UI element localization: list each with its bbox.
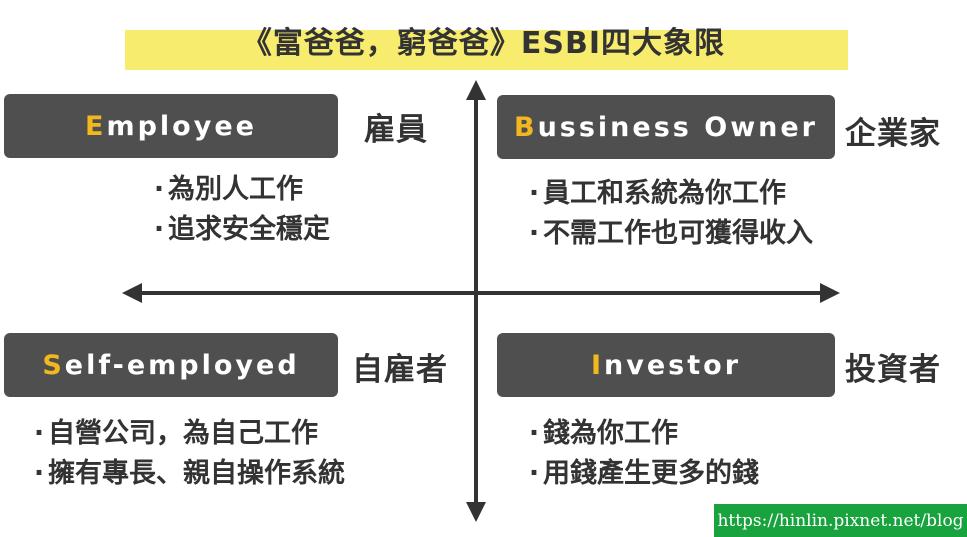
bullet-item: ·追求安全穩定 [153, 214, 330, 245]
employee-bullets: ·為別人工作 ·追求安全穩定 [150, 170, 330, 250]
self-employed-bullets: ·自營公司，為自己工作 ·擁有專長、親自操作系統 [30, 414, 345, 494]
vertical-axis-arrow-bottom [466, 502, 486, 522]
employee-chinese: 雇員 [364, 112, 428, 148]
horizontal-axis-arrow-right [820, 283, 840, 303]
bullet-item: ·不需工作也可獲得收入 [528, 218, 813, 249]
title-highlight [125, 30, 848, 70]
bullet-item: ·為別人工作 [153, 174, 303, 205]
bullet-item: ·員工和系統為你工作 [528, 178, 786, 209]
horizontal-axis-arrow-left [122, 283, 142, 303]
bullet-item: ·自營公司，為自己工作 [33, 418, 318, 449]
business-owner-initial: B [513, 111, 538, 143]
self-employed-chinese: 自雇者 [352, 352, 448, 388]
bullet-item: ·擁有專長、親自操作系統 [33, 458, 345, 489]
investor-initial: I [590, 349, 605, 381]
self-employed-label: elf-employed [64, 349, 300, 381]
bullet-item: ·錢為你工作 [528, 418, 678, 449]
employee-initial: E [85, 110, 107, 142]
business-owner-bullets: ·員工和系統為你工作 ·不需工作也可獲得收入 [525, 174, 813, 254]
self-employed-initial: S [42, 349, 65, 381]
source-watermark: https://hinlin.pixnet.net/blog [714, 504, 967, 537]
employee-label: mployee [106, 110, 257, 142]
business-owner-label: ussiness Owner [537, 111, 819, 143]
vertical-axis-arrow-top [466, 80, 486, 100]
investor-label: nvestor [604, 349, 742, 381]
page-title: 《富爸爸，窮爸爸》ESBI四大象限 [241, 26, 726, 61]
investor-bullets: ·錢為你工作 ·用錢產生更多的錢 [525, 414, 759, 494]
investor-chinese: 投資者 [845, 352, 941, 388]
business-owner-chinese: 企業家 [845, 116, 941, 152]
bullet-item: ·用錢產生更多的錢 [528, 458, 759, 489]
